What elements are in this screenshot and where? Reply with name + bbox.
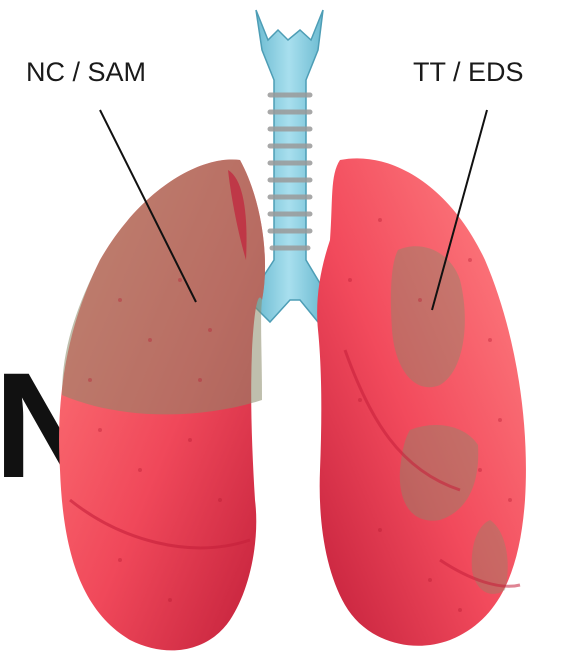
label-tt-eds: TT / EDS [413,57,524,88]
right-lung-shape [317,158,526,645]
label-nc-sam: NC / SAM [26,57,146,88]
